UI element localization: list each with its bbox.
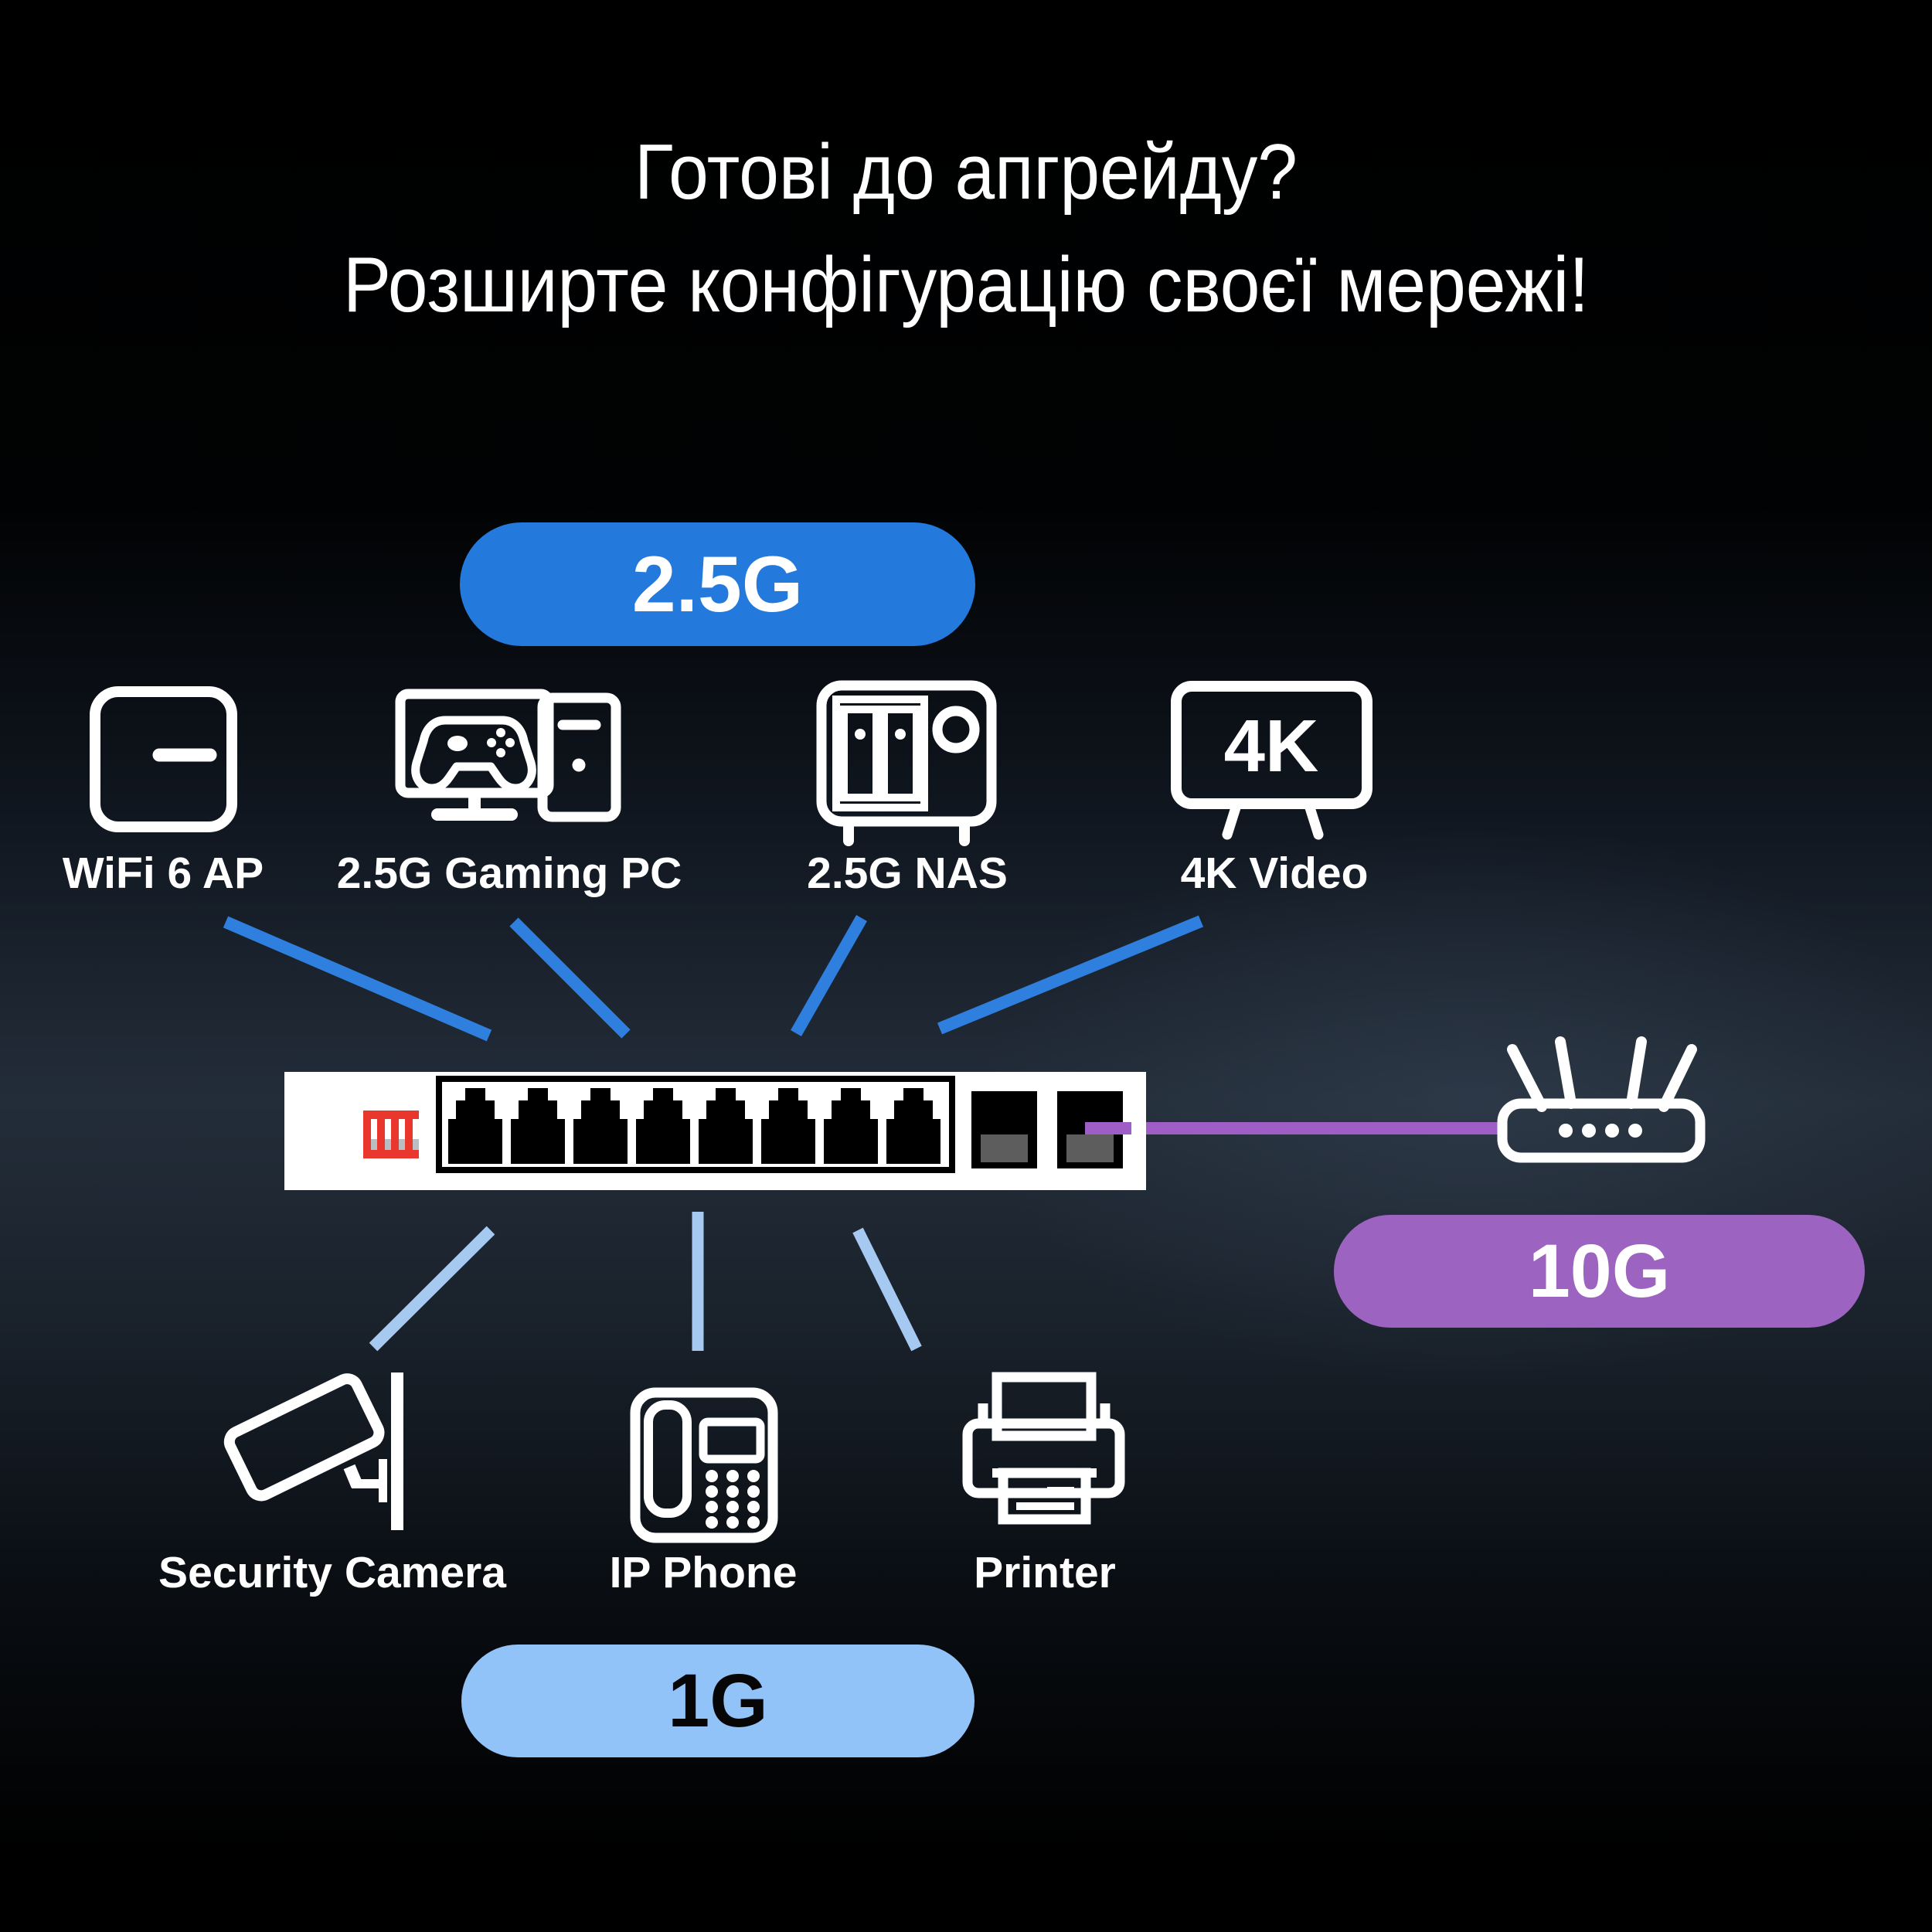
tv-4k-icon: 4K (1171, 681, 1372, 840)
link-line-wifi-ap (223, 916, 492, 1042)
nas-power-button (932, 706, 980, 753)
router-body (1497, 1098, 1706, 1163)
label-nas: 2.5G NAS (807, 849, 1008, 898)
badge-10g: 10G (1334, 1215, 1865, 1328)
badge-1g-label: 1G (668, 1658, 768, 1743)
gamepad-glyph (411, 716, 536, 793)
downlink-lines-1g (369, 1212, 922, 1352)
printer-body (962, 1418, 1125, 1498)
uplink-lines-2-5g (223, 915, 1204, 1042)
router-antennas (1507, 1036, 1697, 1112)
phone-screen (699, 1417, 765, 1464)
camera-pole (391, 1372, 403, 1530)
link-line-gaming-pc (509, 917, 631, 1039)
label-wifi-ap: WiFi 6 AP (62, 849, 264, 898)
printer-paper (992, 1372, 1097, 1441)
cable-plug (1085, 1122, 1131, 1134)
security-camera-icon (223, 1372, 403, 1530)
link-line-printer (852, 1227, 922, 1352)
badge-10g-label: 10G (1528, 1229, 1671, 1313)
printer-tray (998, 1468, 1091, 1525)
tv-screen-text: 4K (1224, 705, 1319, 787)
sfp-slot-2 (1066, 1134, 1114, 1162)
headline-line-2: Розширте конфігурацію своєї мережі! (342, 242, 1590, 328)
router-icon (1497, 1036, 1706, 1163)
headline-line-1: Готові до апгрейду? (634, 129, 1298, 216)
printer-icon (962, 1372, 1125, 1525)
label-ip-phone: IP Phone (609, 1548, 798, 1597)
phone-handset (644, 1400, 692, 1518)
link-line-4k-video (937, 915, 1204, 1035)
label-printer: Printer (974, 1548, 1116, 1597)
label-gaming-pc: 2.5G Gaming PC (336, 849, 682, 898)
dip-switch (363, 1111, 419, 1158)
label-4k-video: 4K Video (1180, 849, 1369, 898)
nas-icon (816, 680, 997, 846)
sfp-slot-1 (981, 1134, 1028, 1162)
badge-1g: 1G (461, 1645, 975, 1757)
badge-2-5g: 2.5G (460, 522, 975, 646)
badge-2-5g-label: 2.5G (631, 539, 804, 628)
phone-keypad (706, 1470, 760, 1529)
10g-cable (1085, 1122, 1507, 1134)
gaming-pc-icon (395, 689, 621, 822)
wifi-ap-icon (90, 686, 237, 832)
headline: Готові до апгрейду? Розширте конфігураці… (77, 116, 1855, 342)
switch-device (284, 1072, 1146, 1190)
link-line-nas (791, 915, 867, 1036)
router-leds (1559, 1124, 1642, 1138)
label-security-camera: Security Camera (158, 1548, 506, 1597)
ip-phone-icon (630, 1387, 778, 1543)
link-line-camera (369, 1226, 495, 1352)
